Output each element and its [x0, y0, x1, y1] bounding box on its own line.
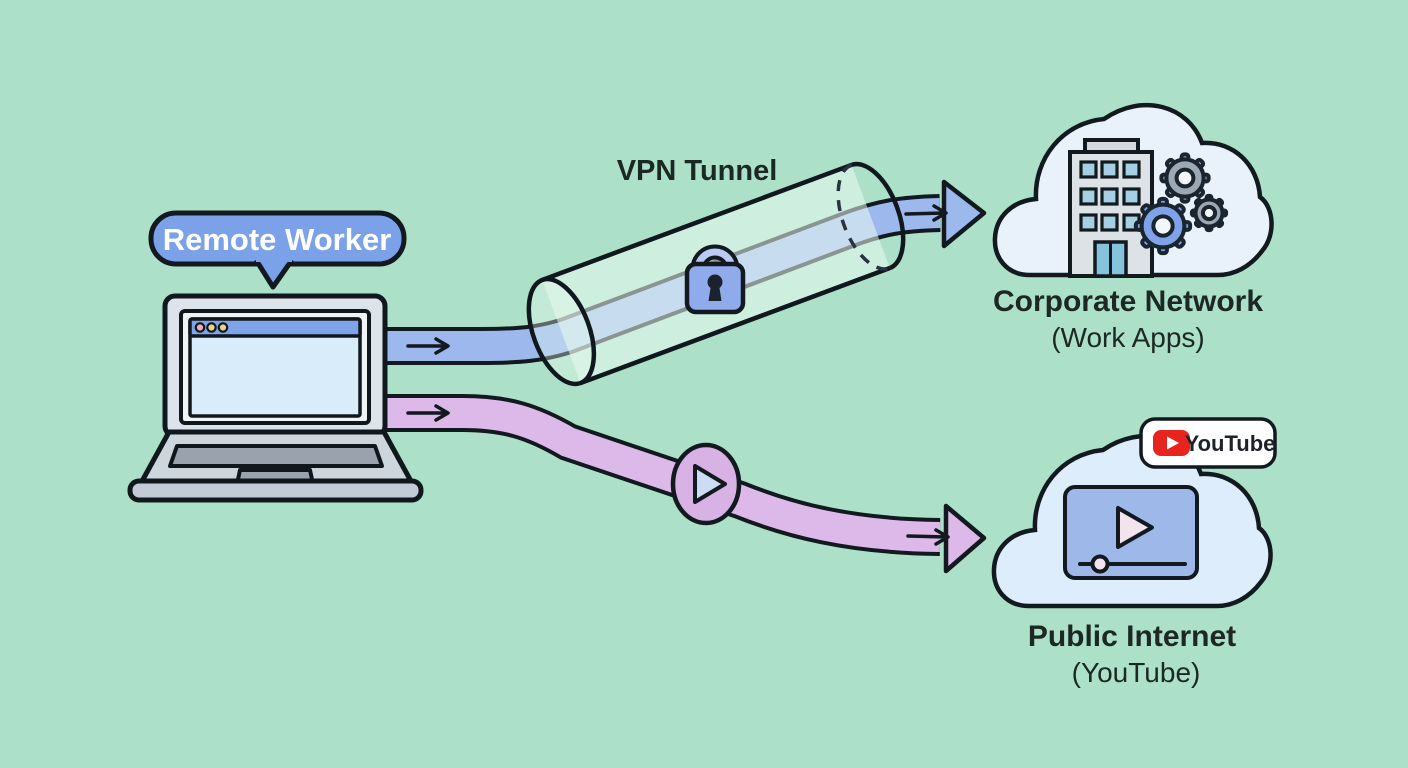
remote-worker-label: Remote Worker — [163, 222, 392, 257]
youtube-play-icon — [1153, 430, 1190, 456]
gear-icon — [1192, 196, 1226, 230]
window-dot-red — [194, 322, 206, 333]
remote-worker-bubble: Remote Worker — [148, 210, 407, 290]
laptop-icon — [127, 293, 424, 503]
public-internet-label: Public Internet — [1028, 620, 1236, 653]
browser-window — [188, 317, 362, 418]
flow-arrow-icon — [406, 404, 450, 422]
youtube-badge: YouTube — [1139, 417, 1277, 469]
vpn-tunnel-label: VPN Tunnel — [617, 155, 778, 187]
edge-public-internet — [383, 394, 987, 574]
office-building-icon — [1068, 138, 1154, 278]
laptop-keyboard — [168, 444, 384, 468]
gear-icon — [1136, 199, 1190, 253]
corporate-network-sublabel: (Work Apps) — [1051, 322, 1205, 353]
flow-arrow-icon — [904, 204, 948, 222]
window-dot-yellow — [217, 322, 229, 333]
lock-icon — [684, 244, 746, 315]
flow-arrow-icon — [406, 337, 450, 355]
corporate-network-label: Corporate Network — [993, 285, 1263, 318]
play-circle-icon — [670, 442, 742, 526]
public-internet-sublabel: (YouTube) — [1072, 657, 1201, 688]
video-player-icon — [1063, 485, 1199, 580]
youtube-badge-label: YouTube — [1185, 431, 1276, 456]
corporate-network-node: Corporate Network (Work Apps) — [993, 105, 1272, 353]
window-dot-yellow — [206, 322, 217, 333]
gear-icon — [1161, 154, 1208, 201]
public-internet-node: YouTube Public Internet (YouTube) — [994, 417, 1277, 688]
flow-arrow-icon — [906, 528, 950, 546]
